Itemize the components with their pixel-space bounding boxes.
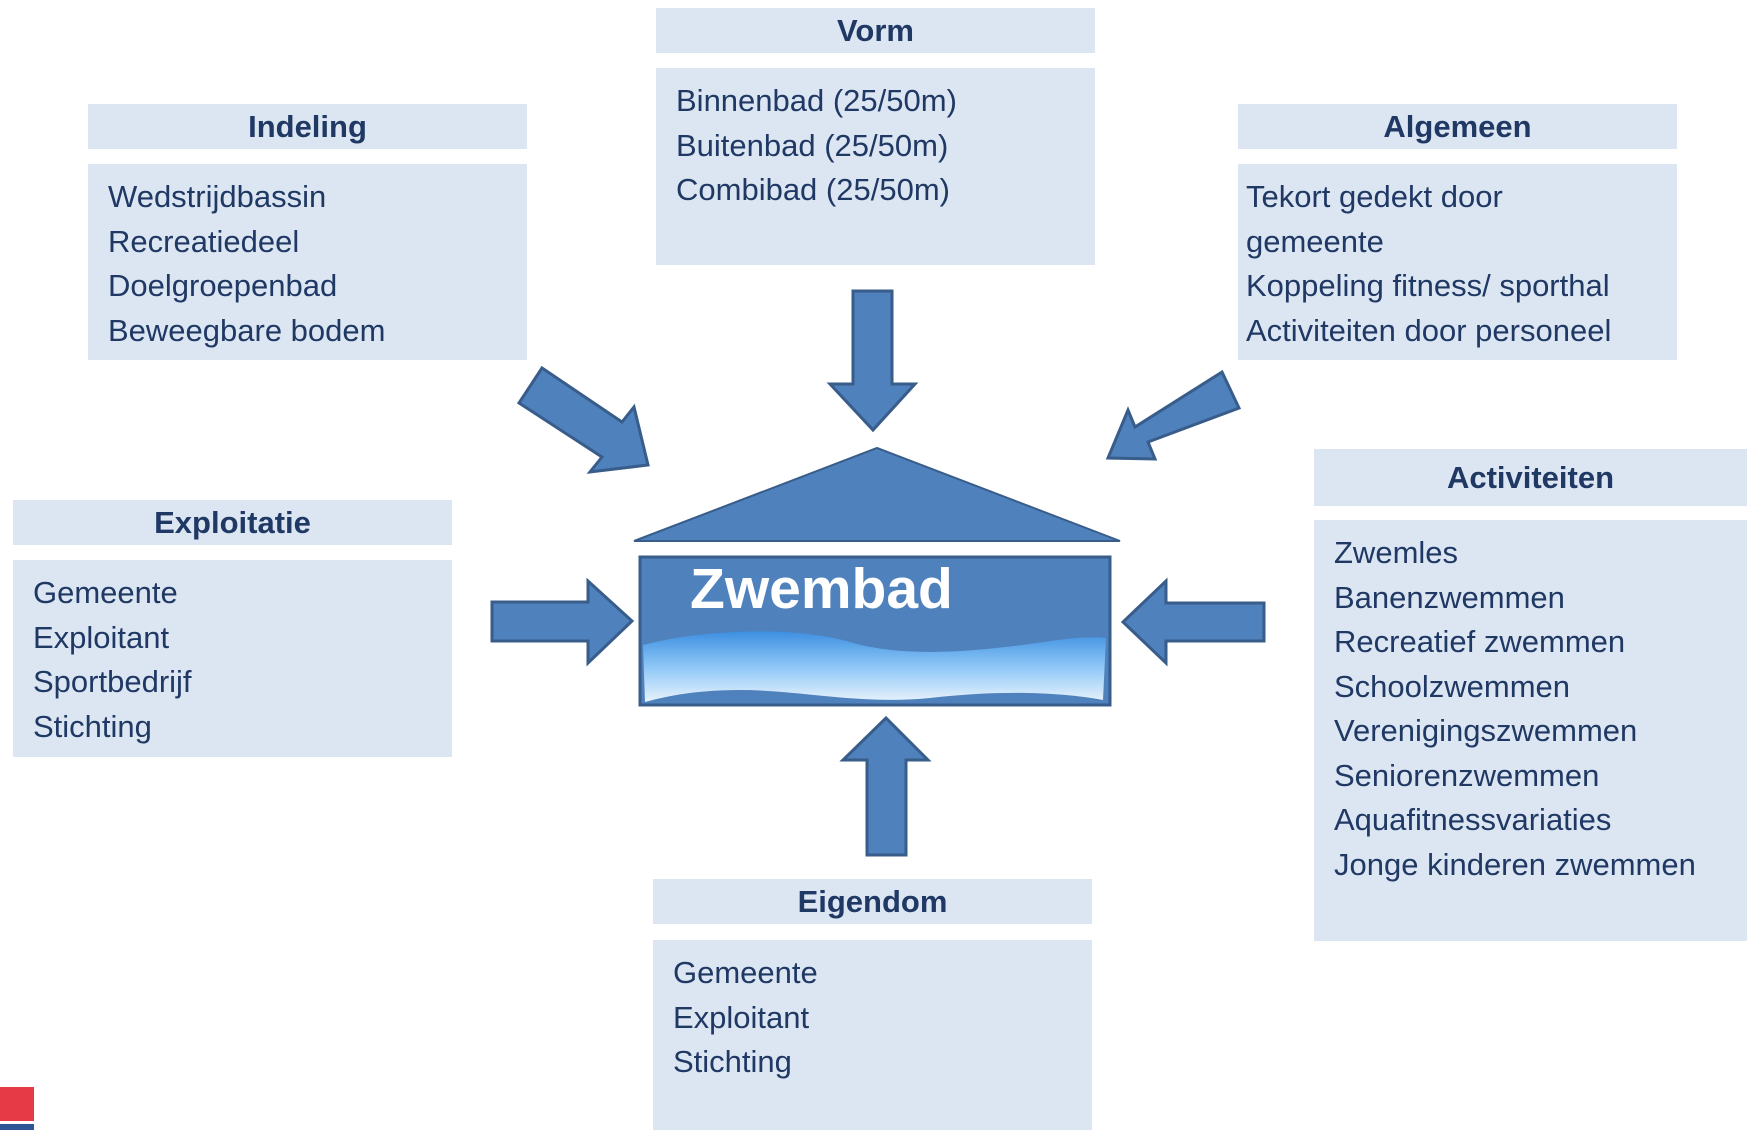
logo-red-block [0, 1087, 34, 1121]
algemeen-list: Tekort gedekt door gemeente Koppeling fi… [1238, 164, 1677, 360]
vorm-list: Binnenbad (25/50m) Buitenbad (25/50m) Co… [656, 68, 1095, 265]
algemeen-item: Activiteiten door personeel [1246, 312, 1612, 348]
activiteiten-item: Banenzwemmen [1334, 579, 1565, 615]
eigendom-item: Gemeente [673, 955, 818, 990]
algemeen-title: Algemeen [1238, 104, 1677, 149]
activiteiten-item: Jonge kinderen zwemmen [1334, 846, 1696, 882]
activiteiten-list: Zwemles Banenzwemmen Recreatief zwemmen … [1314, 520, 1747, 941]
exploitatie-item: Gemeente [33, 575, 178, 610]
indeling-item: Beweegbare bodem [108, 312, 386, 348]
indeling-title: Indeling [88, 104, 527, 149]
activiteiten-item: Aquafitnessvariaties [1334, 802, 1612, 837]
pool-label: Zwembad [690, 557, 953, 621]
algemeen-item: Tekort gedekt door [1246, 179, 1503, 214]
activiteiten-item: Zwemles [1334, 535, 1459, 570]
arrow-from-exploitatie [490, 577, 635, 667]
eigendom-item: Stichting [673, 1044, 792, 1079]
vorm-item: Buitenbad (25/50m) [676, 127, 949, 163]
arrow-up-from-eigendom [839, 715, 932, 857]
vorm-item: Combibad (25/50m) [676, 172, 950, 207]
eigendom-item: Exploitant [673, 999, 810, 1035]
arrow-from-algemeen [1105, 369, 1242, 461]
exploitatie-item: Stichting [33, 708, 152, 744]
vorm-item: Binnenbad (25/50m) [676, 83, 957, 118]
activiteiten-title: Activiteiten [1314, 449, 1747, 506]
pool-roof [633, 446, 1121, 542]
exploitatie-item: Sportbedrijf [33, 664, 192, 699]
exploitatie-title: Exploitatie [13, 500, 452, 545]
indeling-list: Wedstrijdbassin Recreatiedeel Doelgroepe… [88, 164, 527, 360]
vorm-title: Vorm [656, 8, 1095, 53]
logo-blue-stripe [0, 1124, 34, 1130]
indeling-item: Doelgroepenbad [108, 268, 338, 303]
indeling-item: Wedstrijdbassin [108, 179, 327, 214]
arrow-from-indeling [516, 365, 650, 474]
activiteiten-item: Verenigingszwemmen [1334, 713, 1638, 748]
algemeen-item: Koppeling fitness/ sporthal [1246, 268, 1610, 303]
arrow-from-activiteiten [1120, 577, 1266, 667]
exploitatie-item: Exploitant [33, 619, 170, 655]
eigendom-title: Eigendom [653, 879, 1092, 924]
activiteiten-item: Schoolzwemmen [1334, 668, 1571, 704]
activiteiten-item: Seniorenzwemmen [1334, 757, 1600, 793]
exploitatie-list: Gemeente Exploitant Sportbedrijf Stichti… [13, 560, 452, 757]
activiteiten-item: Recreatief zwemmen [1334, 624, 1626, 659]
indeling-item: Recreatiedeel [108, 223, 300, 259]
pool-water [643, 631, 1106, 702]
algemeen-item: gemeente [1246, 223, 1384, 259]
eigendom-list: Gemeente Exploitant Stichting [653, 940, 1092, 1130]
arrow-down-from-vorm [826, 289, 919, 433]
